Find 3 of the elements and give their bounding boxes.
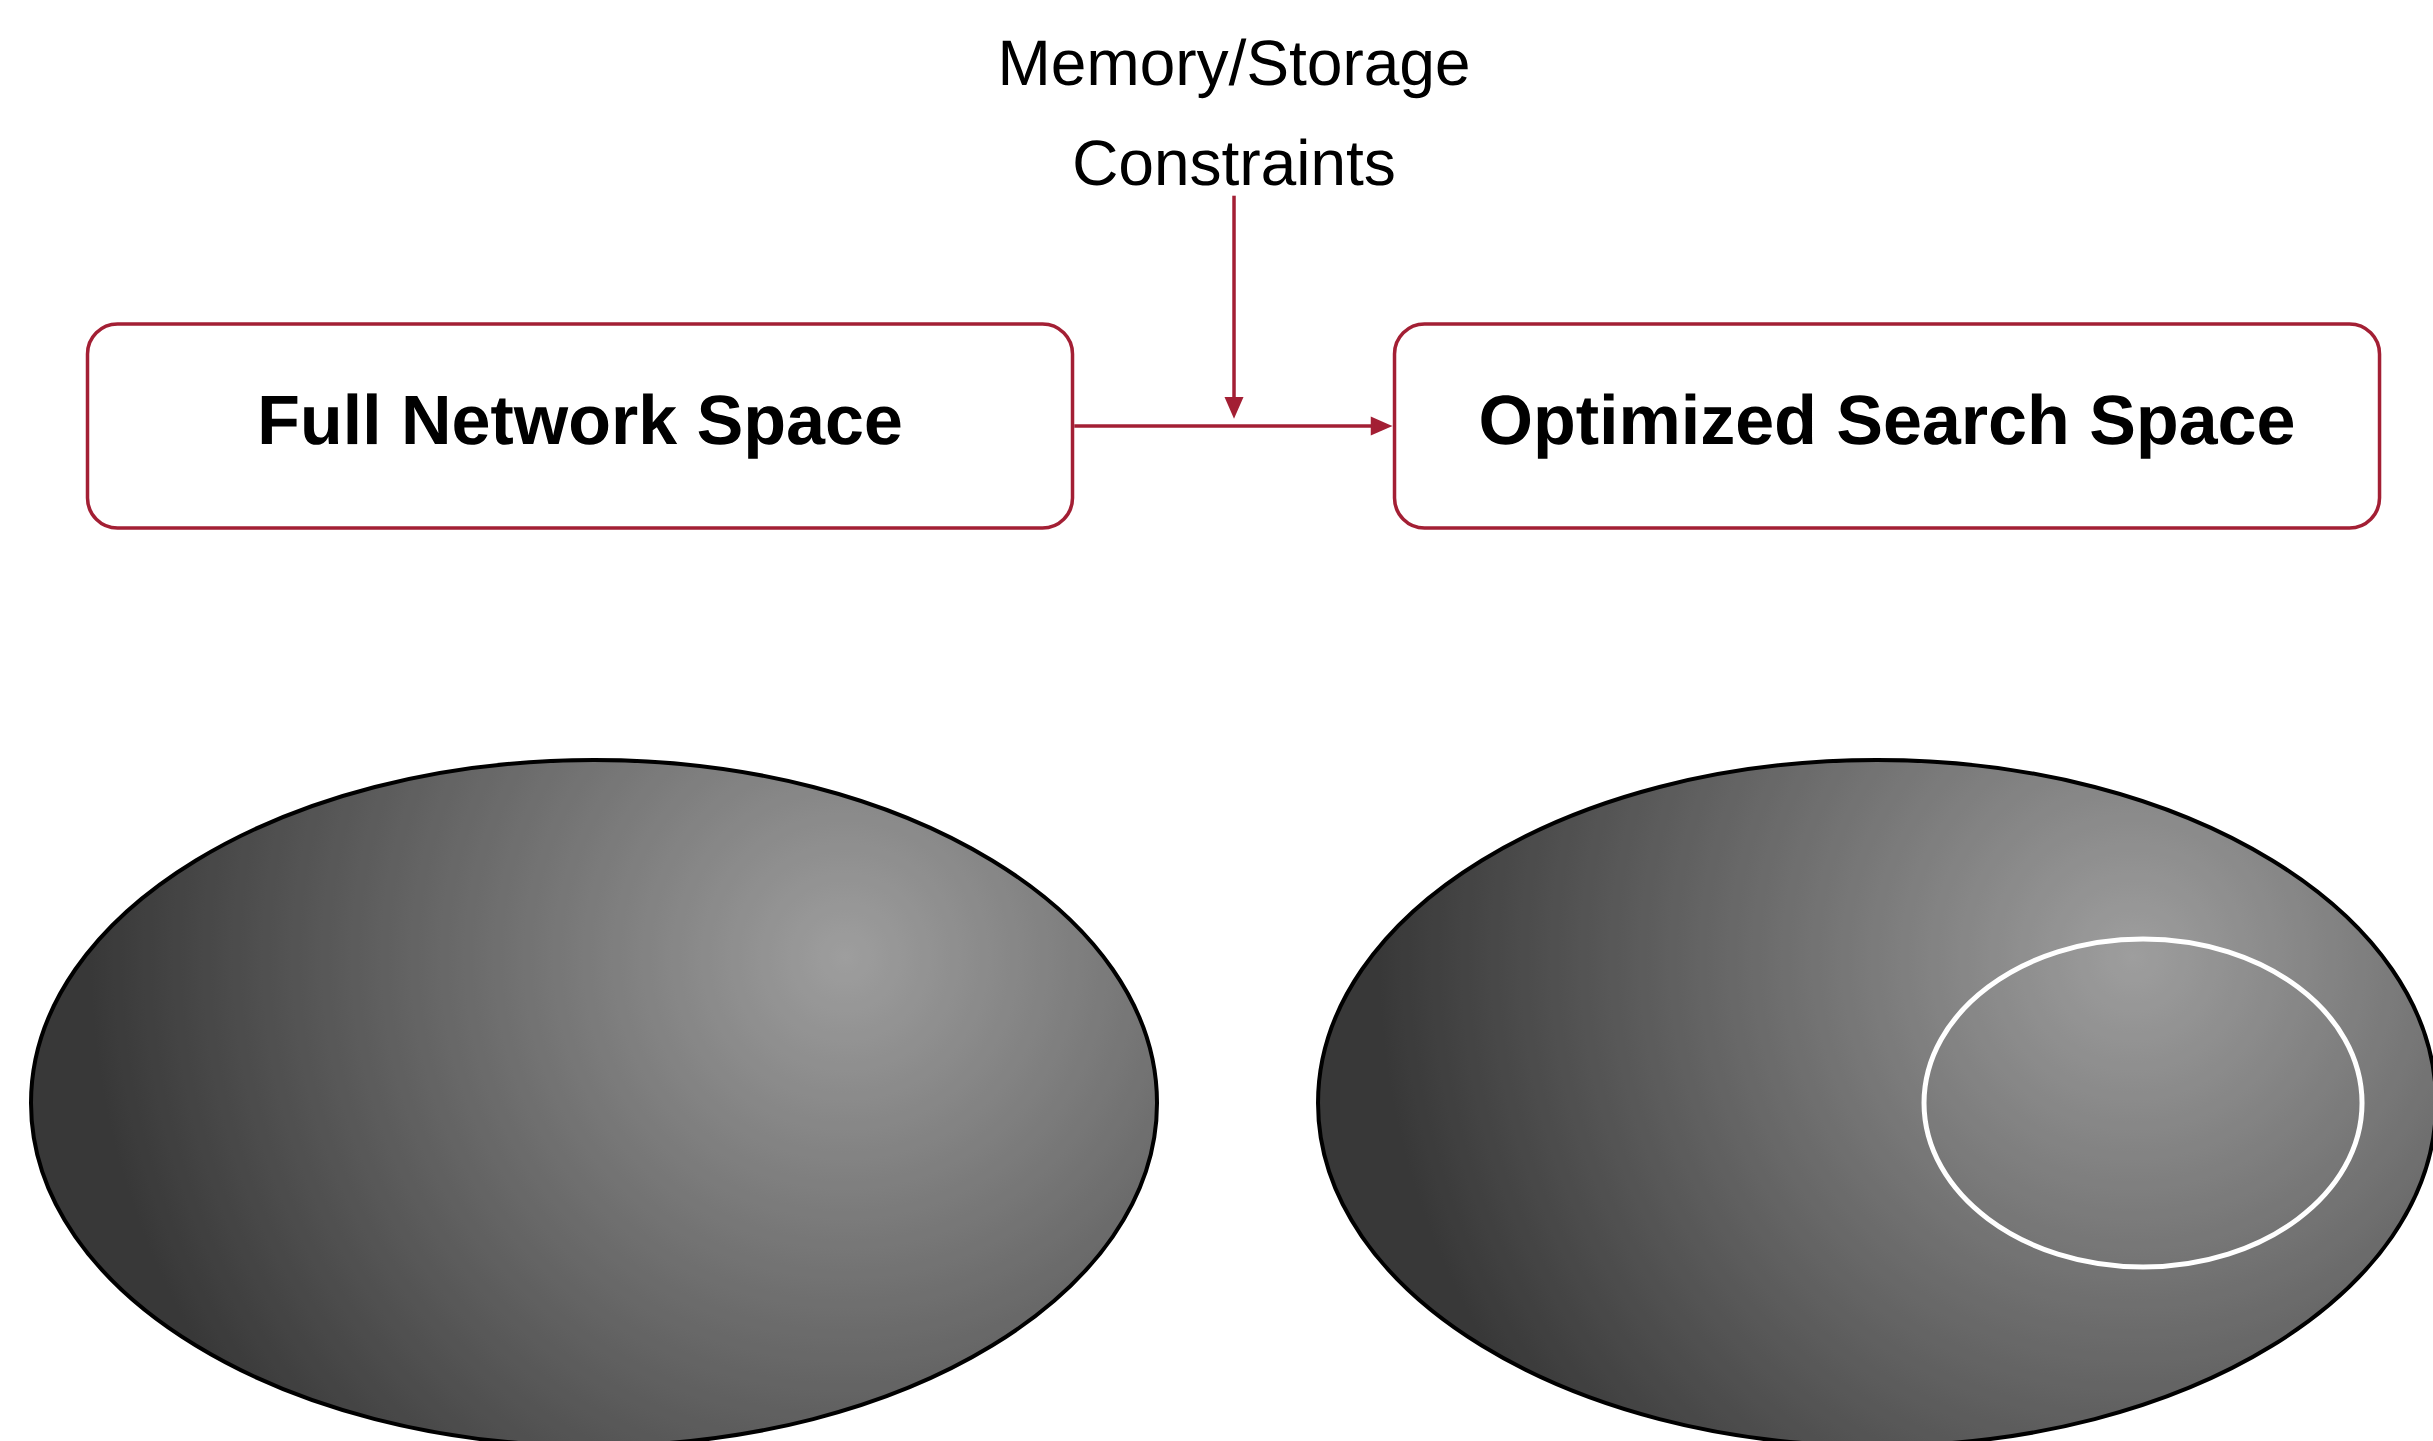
process-box: Full Network Space: [85, 322, 1075, 530]
process-box: Optimized Search Space: [1392, 322, 2382, 530]
constraint-label: Memory/Storage Constraints: [1002, 38, 1468, 186]
